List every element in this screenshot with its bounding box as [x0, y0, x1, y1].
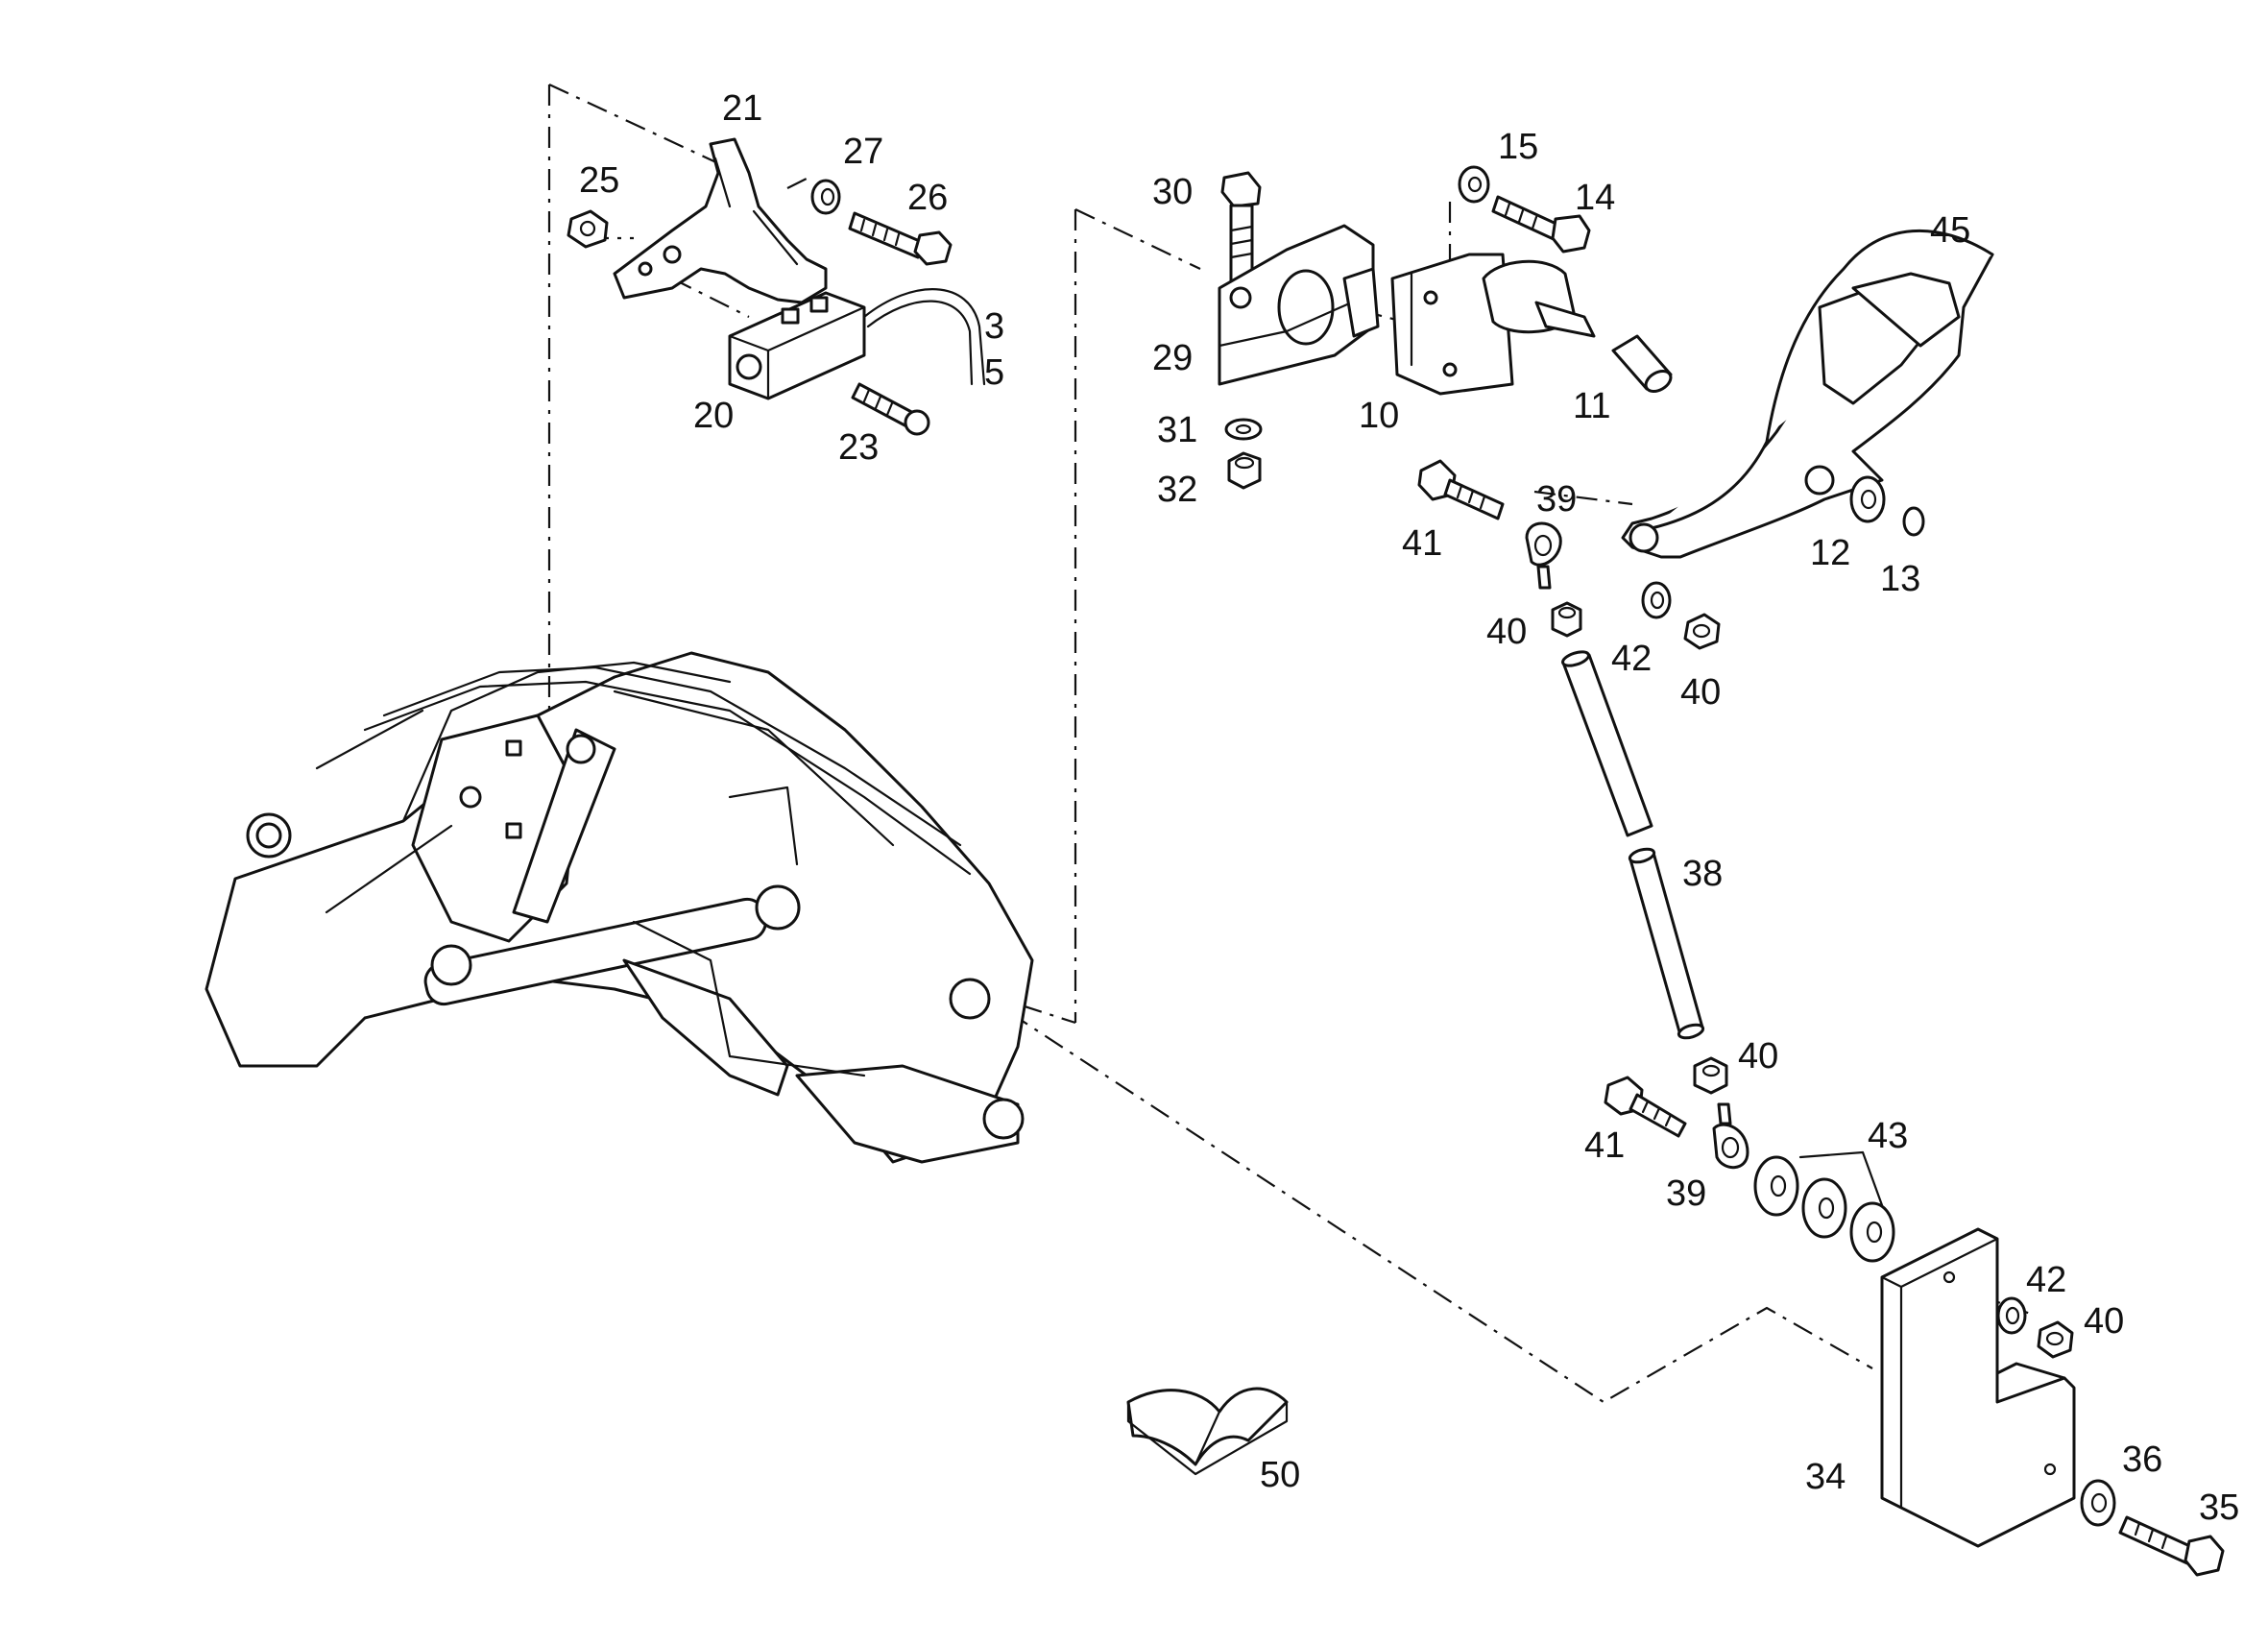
- rod-38: [1561, 650, 1705, 1040]
- label-42-lower: 42: [2026, 1260, 2066, 1300]
- label-15: 15: [1498, 127, 1538, 167]
- bracket-34: [1880, 1227, 2076, 1548]
- nut-40-lower-right: [2037, 1320, 2074, 1359]
- label-10: 10: [1359, 396, 1399, 436]
- bolt-14: [1491, 195, 1591, 254]
- label-12: 12: [1810, 533, 1850, 573]
- label-29: 29: [1152, 338, 1193, 378]
- label-11: 11: [1573, 386, 1610, 426]
- label-40-upper-left: 40: [1486, 612, 1527, 652]
- bracket-21: [613, 137, 828, 304]
- nut-25: [567, 209, 609, 249]
- clamp-29: [1218, 224, 1380, 386]
- washer-12: [1849, 475, 1886, 523]
- label-27: 27: [843, 132, 883, 172]
- manual-book-50: [1126, 1387, 1289, 1476]
- bolt-41-lower: [1604, 1076, 1687, 1138]
- washer-31: [1224, 418, 1263, 441]
- label-30: 30: [1152, 172, 1193, 212]
- bolt-26: [848, 211, 953, 266]
- bolt-23: [851, 382, 930, 436]
- label-14: 14: [1575, 178, 1615, 218]
- sector-arm-45: [1621, 229, 1994, 559]
- sensor-20: [728, 288, 986, 400]
- label-38: 38: [1682, 854, 1723, 894]
- nut-40-lower-left: [1693, 1056, 1728, 1095]
- label-20: 20: [693, 396, 734, 436]
- label-41-upper: 41: [1402, 523, 1442, 564]
- washer-15: [1458, 165, 1490, 204]
- washer-36: [2080, 1479, 2116, 1527]
- label-31: 31: [1157, 410, 1197, 450]
- nut-32: [1227, 451, 1262, 490]
- label-50: 50: [1260, 1455, 1300, 1495]
- rod-end-39-upper: [1525, 521, 1562, 590]
- rod-end-39-lower: [1712, 1102, 1749, 1170]
- label-40-lower-left: 40: [1738, 1036, 1778, 1077]
- label-41-lower: 41: [1584, 1125, 1625, 1166]
- label-39-upper: 39: [1536, 479, 1577, 520]
- label-13: 13: [1880, 559, 1920, 599]
- label-43: 43: [1868, 1116, 1908, 1156]
- label-21: 21: [722, 88, 762, 129]
- label-39-lower: 39: [1666, 1173, 1706, 1214]
- label-3: 3: [984, 306, 1004, 347]
- label-36: 36: [2122, 1439, 2162, 1480]
- label-45: 45: [1930, 210, 1970, 251]
- excavator-boom: [205, 651, 1034, 1164]
- washer-42-lower: [1996, 1296, 2027, 1335]
- label-34: 34: [1805, 1457, 1846, 1497]
- label-32: 32: [1157, 470, 1197, 510]
- nut-40-upper-left: [1551, 601, 1582, 638]
- bolt-41-upper: [1417, 459, 1505, 520]
- label-42-upper: 42: [1611, 639, 1652, 679]
- bolt-30: [1220, 171, 1262, 284]
- washer-27: [810, 179, 841, 215]
- callout-labels: 21 27 25 26 3 5 20 23 30 29 31 32 10 15 …: [579, 88, 2239, 1528]
- ring-13: [1902, 506, 1925, 537]
- washer-43: [1753, 1150, 1895, 1263]
- label-40-lower-right: 40: [2084, 1301, 2124, 1342]
- label-23: 23: [838, 427, 879, 468]
- bushing-11: [1611, 334, 1673, 393]
- label-26: 26: [907, 178, 948, 218]
- label-35: 35: [2199, 1488, 2239, 1528]
- label-5: 5: [984, 352, 1004, 393]
- washer-42-upper: [1641, 581, 1672, 619]
- nut-40-upper-right: [1683, 613, 1721, 650]
- label-40-upper-right: 40: [1680, 672, 1721, 713]
- bolt-35: [2118, 1515, 2225, 1577]
- label-25: 25: [579, 160, 619, 201]
- plate-10: [1390, 253, 1596, 396]
